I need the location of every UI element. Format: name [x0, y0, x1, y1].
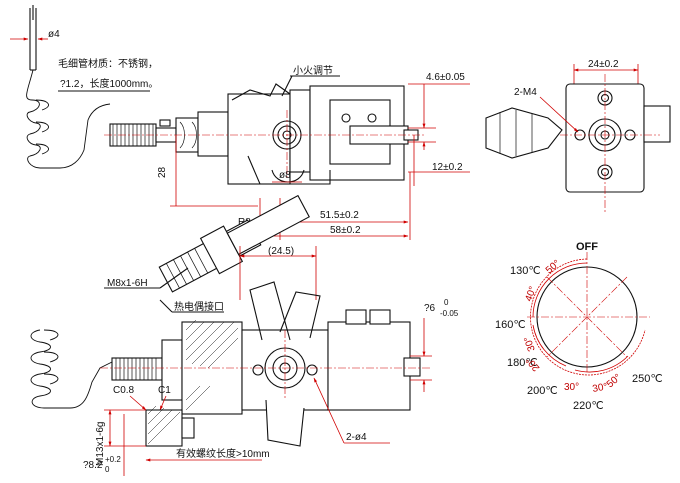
chamfer-c08-label: C0.8 — [113, 385, 135, 396]
dim-24-label: 24±0.2 — [588, 59, 619, 70]
side-view: 24±0.2 2-M4 — [485, 59, 671, 212]
dial-a30-bot2: 30° — [592, 381, 609, 394]
dial-250-label: 250℃ — [632, 373, 663, 385]
dial-220-label: 220℃ — [573, 400, 604, 412]
dial-160-label: 160℃ — [495, 319, 526, 331]
dim-phi8-label: ø8 — [279, 170, 291, 181]
section-view: M8x1-6H 热电偶接口 (24.5) — [30, 194, 459, 476]
thermocouple-port-label: 热电偶接口 — [174, 300, 224, 313]
dim-24-5-label: (24.5) — [268, 246, 294, 257]
dial-200-label: 200℃ — [527, 385, 558, 397]
thermocouple-connector — [158, 194, 310, 293]
dim-4-6-label: 4.6±0.05 — [426, 72, 465, 83]
dim-6-tol-top: 0 — [444, 298, 449, 307]
phi4-top-label: ø4 — [48, 29, 60, 40]
dim-58-label: 58±0.2 — [330, 225, 361, 236]
capillary-material-note: 毛细管材质：不锈钢， — [58, 57, 158, 70]
dim-51-5-label: 51.5±0.2 — [320, 210, 359, 221]
chamfer-c1-label: C1 — [158, 385, 171, 396]
dim-8-2-tol-bot: 0 — [105, 465, 110, 474]
label-2m4: 2-M4 — [514, 87, 537, 98]
dial-a50-right: 50° — [605, 372, 624, 390]
thread-m13-label: M13x1-6g — [95, 422, 106, 466]
dim-28-label: 28 — [157, 166, 168, 178]
thread-m8-label: M8x1-6H — [107, 278, 148, 289]
label-2phi4: 2-ø4 — [346, 432, 367, 443]
dial-a40: 40° — [523, 285, 539, 303]
dim-8-2-base-label: ?8.2 — [83, 460, 103, 471]
dial-a50-top: 50° — [544, 258, 563, 276]
small-flame-adjust-label: 小火调节 — [293, 65, 333, 77]
capillary-coil — [26, 5, 111, 169]
temperature-dial: OFF 130℃ 160℃ 180℃ 200℃ 220℃ 250℃ 50° 40… — [495, 241, 663, 412]
dim-12-label: 12±0.2 — [432, 162, 463, 173]
valve-body — [197, 83, 419, 185]
dim-6-base-label: ?6 — [424, 303, 436, 314]
dim-6-tol-bot: -0.05 — [440, 309, 459, 318]
dial-a30-bot: 30° — [564, 382, 579, 393]
dim-8-2-tol-top: +0.2 — [105, 455, 121, 464]
capillary-length-note: ?1.2，长度1000mm。 — [60, 77, 158, 90]
dial-a30-left: 30° — [522, 335, 538, 353]
dial-130-label: 130℃ — [510, 265, 541, 277]
threaded-stem — [109, 119, 177, 147]
dial-180-label: 180℃ — [507, 357, 538, 369]
thread-length-label: 有效螺纹长度>10mm — [176, 447, 270, 460]
dial-off-label: OFF — [576, 241, 598, 253]
front-view: ø4 毛细管材质：不锈钢， ?1.2，长度1000mm。 — [10, 5, 470, 240]
